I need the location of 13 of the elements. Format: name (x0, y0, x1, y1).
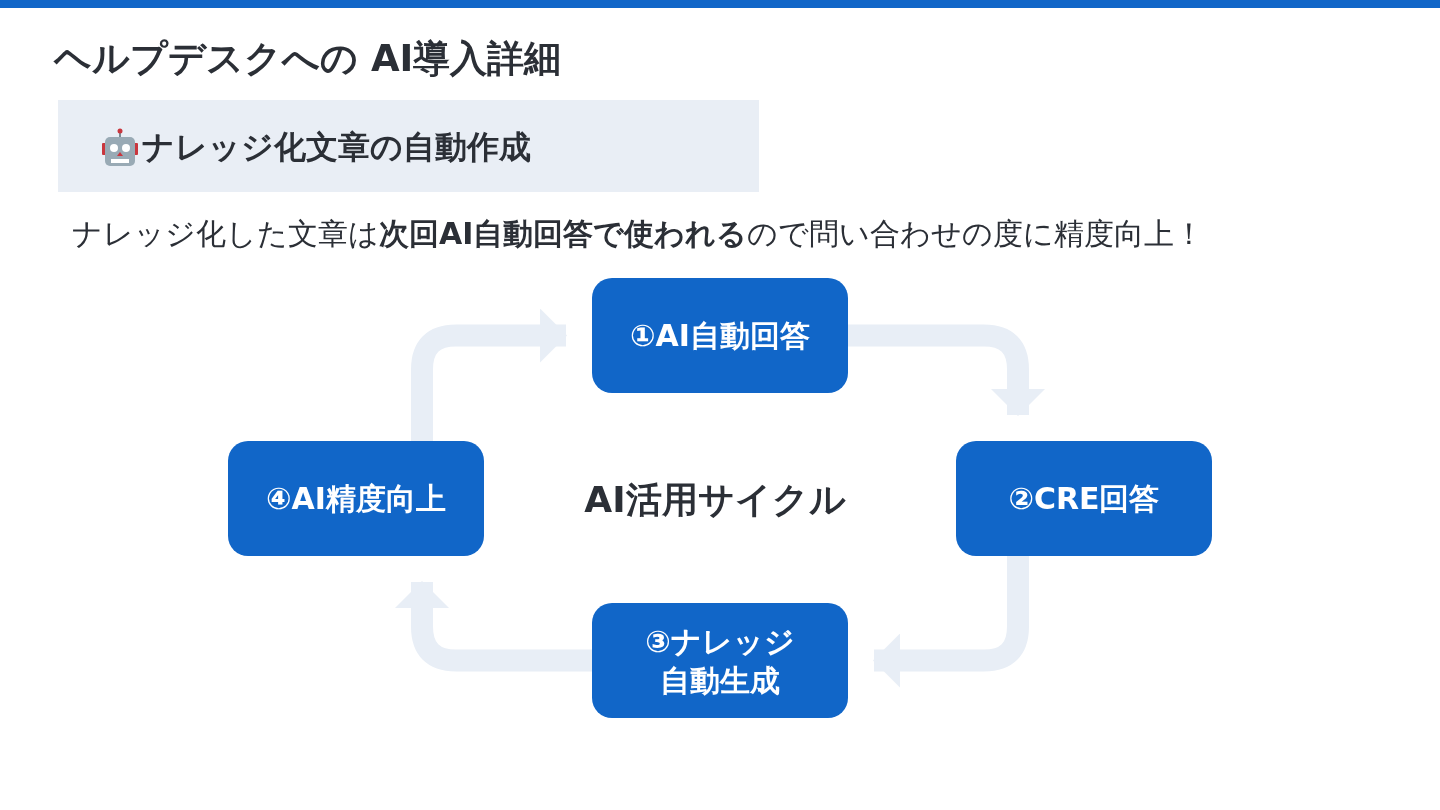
step-box: ②CRE回答 (956, 441, 1212, 556)
cycle-arrow (873, 556, 1029, 688)
step-box: ④AI精度向上 (228, 441, 484, 556)
cycle-label: AI活用サイクル (583, 478, 847, 522)
section-heading: ナレッジ化文章の自動作成 (142, 127, 531, 168)
step-box: ①AI自動回答 (592, 278, 848, 393)
cycle-arrow (395, 581, 592, 672)
heading-band (58, 100, 759, 192)
cycle-arrow (848, 324, 1045, 416)
intro-sentence: ナレッジ化した文章は次回AI自動回答で使われるので問い合わせの度に精度向上！ (72, 215, 1205, 253)
page-title: ヘルプデスクへの AI導入詳細 (54, 36, 562, 82)
cycle-arrow (411, 308, 567, 441)
step-box: ③ナレッジ自動生成 (592, 603, 848, 718)
